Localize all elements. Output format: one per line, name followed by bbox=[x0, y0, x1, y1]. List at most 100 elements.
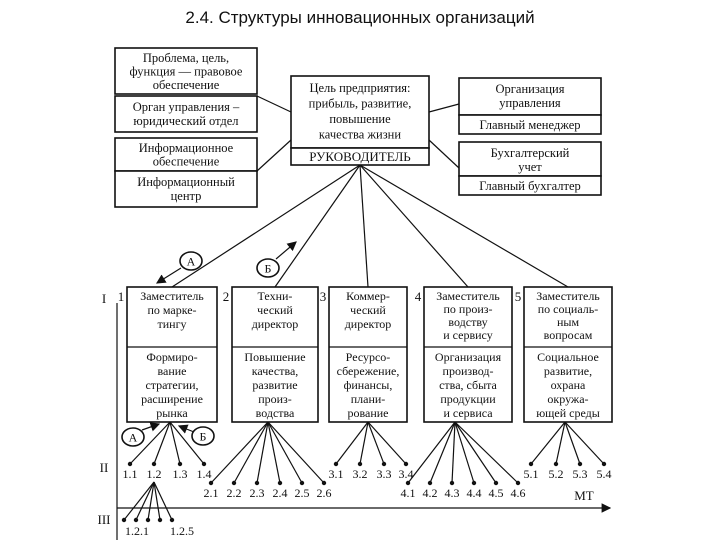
level2-fan-line bbox=[564, 421, 605, 465]
department-function-text: рование bbox=[347, 406, 388, 420]
department-function-text: охрана bbox=[551, 378, 586, 392]
department-box bbox=[328, 286, 408, 423]
level2-fan-line bbox=[169, 421, 181, 465]
level2-fan-line bbox=[267, 421, 303, 484]
department-function-text: расширение bbox=[141, 392, 203, 406]
department-head-text: Коммер- bbox=[346, 289, 390, 303]
level2-label: 5.4 bbox=[597, 467, 612, 481]
department-head-text: ным bbox=[557, 315, 579, 329]
left-block-top-text: Проблема, цель, bbox=[143, 51, 229, 65]
department-number: 1 bbox=[118, 289, 125, 304]
department-function-text: окружа- bbox=[547, 392, 588, 406]
department-function-text: ющей среды bbox=[536, 406, 600, 420]
level2-node bbox=[201, 461, 207, 467]
department-number: 4 bbox=[415, 289, 422, 304]
level2-fan-line bbox=[367, 421, 385, 465]
level2-node bbox=[601, 461, 607, 467]
level2-fan-line bbox=[267, 421, 281, 484]
connector-right-1 bbox=[428, 103, 460, 113]
level2-label: 3.1 bbox=[329, 467, 344, 481]
level2-fan-line bbox=[367, 421, 407, 465]
department-head-text: Заместитель bbox=[140, 289, 204, 303]
head-to-department-line bbox=[171, 164, 361, 288]
department-function-text: производ- bbox=[443, 364, 494, 378]
level2-label: 3.4 bbox=[399, 467, 414, 481]
level2-label: 2.3 bbox=[250, 486, 265, 500]
level2-node bbox=[405, 480, 411, 486]
head-to-department-line bbox=[359, 164, 569, 288]
level2-fan-line bbox=[407, 421, 456, 484]
level2-node bbox=[208, 480, 214, 486]
level2-label: 3.3 bbox=[377, 467, 392, 481]
department-head-text: директор bbox=[252, 317, 299, 331]
department-number: 5 bbox=[515, 289, 522, 304]
circle-arrow bbox=[141, 422, 161, 432]
department-function-text: и сервиса bbox=[443, 406, 493, 420]
level2-label: 5.2 bbox=[549, 467, 564, 481]
right-block-top-text: управления bbox=[499, 96, 561, 110]
department-function-text: качества, bbox=[252, 364, 299, 378]
level2-label: 2.4 bbox=[273, 486, 288, 500]
connector-left-2 bbox=[256, 139, 292, 172]
level2-node bbox=[381, 461, 387, 467]
level2-fan-line bbox=[359, 421, 369, 465]
right-block-top-text: учет bbox=[518, 160, 542, 174]
level2-fan-line bbox=[555, 421, 566, 465]
department-head-text: по произ- bbox=[443, 302, 492, 316]
level2-node bbox=[577, 461, 583, 467]
department-head-text: ческий bbox=[350, 303, 386, 317]
level2-node bbox=[231, 480, 237, 486]
department-function-text: водства bbox=[256, 406, 295, 420]
level2-node bbox=[177, 461, 183, 467]
level2-node bbox=[553, 461, 559, 467]
level2-fan-line bbox=[129, 421, 171, 465]
level2-label: 4.1 bbox=[401, 486, 416, 500]
level2-node bbox=[277, 480, 283, 486]
department-function-text: Формиро- bbox=[146, 350, 197, 364]
level-label: II bbox=[100, 460, 109, 475]
level2-fan-line bbox=[530, 421, 566, 465]
level2-fan-line bbox=[429, 421, 456, 484]
goal-text: Цель предприятия: bbox=[309, 81, 410, 95]
circle-marker bbox=[256, 258, 280, 278]
goal-text: прибыль, развитие, bbox=[309, 97, 412, 111]
level2-node bbox=[471, 480, 477, 486]
level2-label: 5.3 bbox=[573, 467, 588, 481]
level3-fan-line bbox=[153, 481, 161, 521]
department-function-text: стратегии, bbox=[145, 378, 198, 392]
department-function-text: Организация bbox=[435, 350, 502, 364]
department-number: 3 bbox=[320, 289, 327, 304]
department-function-text: Ресурсо- bbox=[346, 350, 391, 364]
circle-arrow bbox=[177, 424, 195, 434]
department-head-text: Техни- bbox=[258, 289, 293, 303]
department-box bbox=[423, 286, 513, 423]
level2-fan-line bbox=[267, 421, 325, 484]
level3-fan-line bbox=[135, 481, 155, 521]
level3-fan-line bbox=[123, 481, 155, 521]
mt-axis-label: МТ bbox=[574, 488, 594, 503]
department-function-text: финансы, bbox=[344, 378, 393, 392]
level2-label: 1.1 bbox=[123, 467, 138, 481]
level2-fan-line bbox=[335, 421, 369, 465]
level2-fan-line bbox=[454, 421, 519, 484]
level2-node bbox=[427, 480, 433, 486]
circle-marker bbox=[121, 427, 145, 447]
head-text: РУКОВОДИТЕЛЬ bbox=[309, 149, 411, 164]
page-title: 2.4. Структуры инновационных организаций bbox=[185, 8, 535, 27]
right-block-bottom-text: Главный бухгалтер bbox=[479, 179, 581, 193]
level2-label: 4.6 bbox=[511, 486, 526, 500]
level2-label: 1.2 bbox=[147, 467, 162, 481]
head-to-department-line bbox=[359, 164, 469, 288]
department-box bbox=[231, 286, 319, 423]
level2-node bbox=[515, 480, 521, 486]
goal-box bbox=[290, 75, 430, 149]
head-to-department-line bbox=[359, 164, 369, 288]
level2-fan-line bbox=[233, 421, 269, 484]
department-number: 2 bbox=[223, 289, 230, 304]
left-block-bottom-text: центр bbox=[171, 189, 202, 203]
goal-text: повышение bbox=[329, 112, 391, 126]
level3-node bbox=[121, 517, 127, 523]
right-block-top-text: Организация bbox=[496, 82, 565, 96]
level2-fan-line bbox=[451, 421, 456, 484]
department-function-text: плани- bbox=[351, 392, 386, 406]
